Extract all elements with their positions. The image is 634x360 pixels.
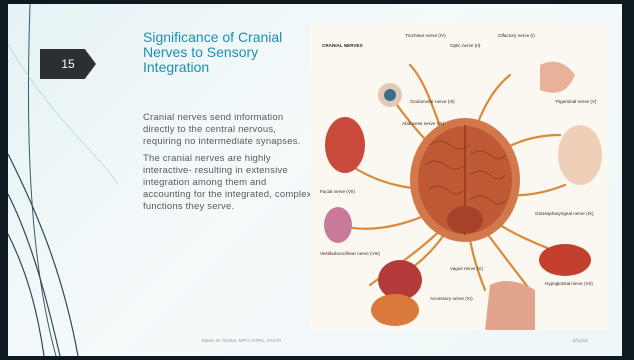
slide-title: Significance of Cranial Nerves to Sensor… [143, 30, 313, 75]
figure-heading: CRANIAL NERVES [322, 43, 363, 48]
label-oculomotor: Oculomotor nerve (III) [410, 99, 455, 104]
label-optic: Optic nerve (II) [450, 43, 481, 48]
slide: 15 Significance of Cranial Nerves to Sen… [8, 4, 622, 356]
label-trochlear: Trochlear nerve (IV) [405, 33, 446, 38]
footer-author: Eileen W. Richter, MPH, OTR/L, FAOTA [202, 338, 281, 343]
label-accessory: Accessory nerve (XI) [430, 296, 473, 301]
label-olfactory: Olfactory nerve (I) [498, 33, 535, 38]
cranial-nerves-illustration: CRANIAL NERVES Trochlear nerve (IV) Opti… [310, 25, 608, 331]
slide-body: Cranial nerves send information directly… [143, 112, 313, 218]
label-facial: Facial nerve (VII) [320, 189, 355, 194]
label-trigeminal: Trigeminal nerve (V) [555, 99, 597, 104]
footer-date: 6/11/18 [573, 338, 588, 343]
slide-number: 15 [61, 57, 74, 71]
slide-number-badge: 15 [40, 49, 96, 79]
label-glossopharyngeal: Glossopharyngeal nerve (IX) [535, 211, 594, 216]
paragraph-2: The cranial nerves are highly interactiv… [143, 153, 313, 212]
label-vagus: Vagus nerve (X) [450, 266, 483, 271]
label-hypoglossal: Hypoglossal nerve (XII) [545, 281, 593, 286]
label-abducens: Abducens nerve (VI) [402, 121, 444, 126]
label-vestibulocochlear: Vestibulocochlear nerve (VIII) [320, 251, 380, 256]
paragraph-1: Cranial nerves send information directly… [143, 112, 313, 147]
